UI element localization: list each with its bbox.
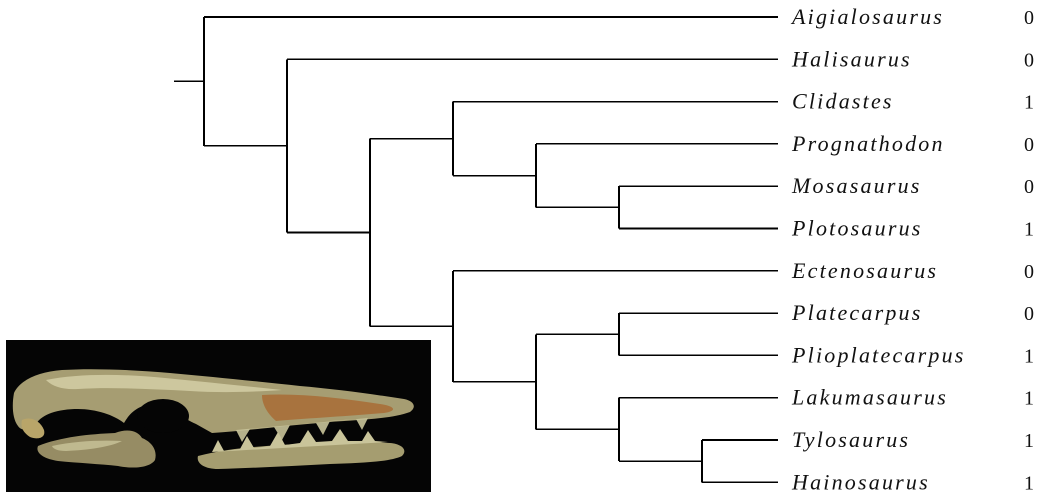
character-state-aigialosaurus: 0: [1024, 7, 1034, 29]
cladogram-branches: [174, 16, 778, 484]
taxon-name-mosasaurus: Mosasaurus: [791, 173, 922, 198]
character-state-hainosaurus: 1: [1024, 472, 1034, 494]
skull-highlight: [46, 374, 282, 393]
character-state-halisaurus: 0: [1024, 49, 1034, 71]
character-state-clidastes: 1: [1024, 92, 1034, 114]
character-state-prognathodon: 0: [1024, 134, 1034, 156]
character-state-lakumasaurus: 1: [1024, 388, 1034, 410]
character-state-plotosaurus: 1: [1024, 219, 1034, 241]
taxon-name-platecarpus: Platecarpus: [791, 300, 923, 325]
taxon-name-tylosaurus: Tylosaurus: [792, 427, 910, 452]
taxon-name-prognathodon: Prognathodon: [791, 131, 945, 156]
quadrate-fragment: [21, 418, 45, 439]
lower-teeth: [212, 429, 388, 452]
taxon-name-aigialosaurus: Aigialosaurus: [790, 4, 944, 29]
taxon-name-hainosaurus: Hainosaurus: [791, 469, 930, 494]
character-state-plioplatecarpus: 1: [1024, 345, 1034, 367]
snout-reddish: [262, 394, 394, 421]
character-state-tylosaurus: 1: [1024, 430, 1034, 452]
taxon-name-plotosaurus: Plotosaurus: [791, 216, 923, 241]
taxon-name-halisaurus: Halisaurus: [791, 46, 912, 71]
fossil-skull-photo: [6, 340, 431, 492]
taxon-name-ectenosaurus: Ectenosaurus: [791, 258, 938, 283]
taxon-name-clidastes: Clidastes: [792, 89, 894, 114]
orbit-opening: [137, 399, 189, 433]
lower-jaw-left: [37, 430, 156, 468]
taxon-name-lakumasaurus: Lakumasaurus: [791, 385, 948, 410]
character-state-mosasaurus: 0: [1024, 176, 1034, 198]
lower-jaw-left-highlight: [52, 440, 122, 451]
character-state-ectenosaurus: 0: [1024, 261, 1034, 283]
taxon-name-plioplatecarpus: Plioplatecarpus: [791, 342, 966, 367]
character-state-platecarpus: 0: [1024, 303, 1034, 325]
